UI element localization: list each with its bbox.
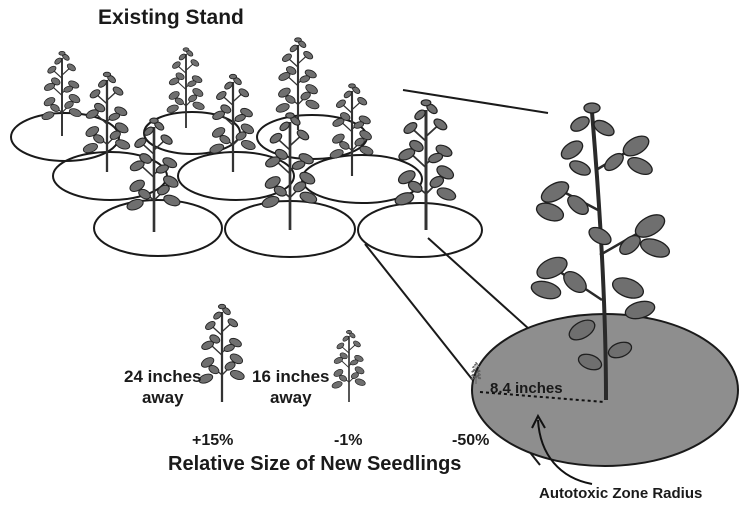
percent-label-minus1: -1% (334, 432, 362, 450)
seedling-24in (198, 304, 246, 402)
subtitle: Relative Size of New Seedlings (168, 453, 461, 476)
stand-plants (41, 38, 457, 232)
autotoxic-zone-label: Autotoxic Zone Radius (539, 485, 702, 502)
percent-label-minus50: -50% (452, 432, 489, 450)
distance-label-24in: 24 inches away (124, 366, 202, 408)
seedling-16in (331, 330, 366, 402)
percent-label-plus15: +15% (192, 432, 233, 450)
page-title: Existing Stand (98, 6, 244, 30)
radius-label: 8.4 inches (490, 380, 563, 397)
distance-label-16in: 16 inches away (252, 366, 330, 408)
